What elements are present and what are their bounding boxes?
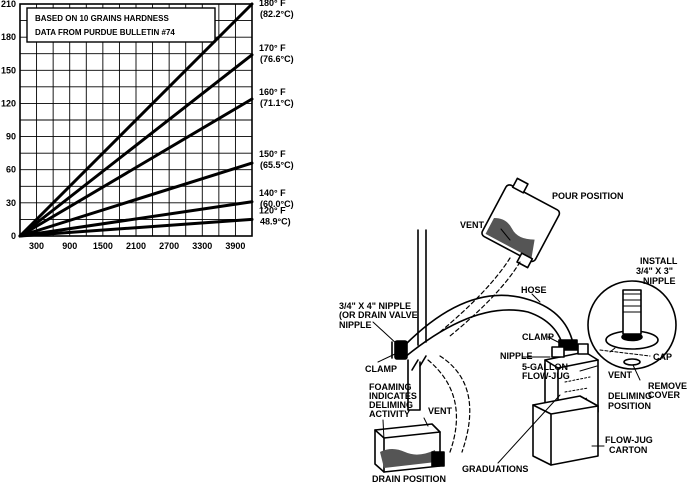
drain-flow-arrows [427,355,471,453]
label-remove-1: REMOVE [648,381,687,391]
series-label: 120° F [259,205,286,215]
note-line-2: DATA FROM PURDUE BULLETIN #74 [35,28,175,37]
note-line-1: BASED ON 10 GRAINS HARDNESS [35,14,169,23]
drain-position-jug [374,423,445,473]
flow-jug-carton [532,395,599,466]
left-nipple-clamp [391,340,408,360]
pour-flow-arrows [439,257,521,337]
leader-lines [372,228,641,464]
series-line [18,161,254,238]
label-remove-2: COVER [648,390,681,400]
label-foaming-3: DELIMING [369,400,413,410]
series-label: 140° F [259,188,286,198]
label-drain-position: DRAIN POSITION [372,474,446,484]
series-label: 170° F [259,43,286,53]
y-tick-labels: 0 30 60 90 120 150 180 210 [1,0,16,241]
x-tick-label: 900 [62,241,77,251]
label-foaming-1: FOAMING [369,382,412,392]
label-carton-2: CARTON [609,445,647,455]
plot-frame [19,3,253,237]
y-tick-label: 180 [1,32,16,42]
label-pour-position: POUR POSITION [552,191,624,201]
label-flowjug-2: FLOW-JUG [522,371,570,381]
pour-position-jug [481,177,561,269]
label-flowjug-1: 5-GALLON [522,362,568,372]
right-clamp [558,339,578,351]
x-tick-label: 2100 [126,241,146,251]
note-box: BASED ON 10 GRAINS HARDNESS DATA FROM PU… [26,7,216,43]
y-tick-label: 60 [6,165,16,175]
series-line [18,97,254,238]
x-tick-label: 3900 [225,241,245,251]
series-label-celsius: 48.9°C) [260,216,291,226]
label-foaming-2: INDICATES [369,391,417,401]
label-vent-bottom: VENT [428,406,453,416]
label-install-3: NIPPLE [643,276,676,286]
series-line [18,2,254,238]
y-tick-label: 0 [11,231,16,241]
x-tick-label: 1500 [93,241,113,251]
label-nipple: NIPPLE [500,351,533,361]
label-graduations: GRADUATIONS [462,464,528,474]
y-tick-label: 30 [6,198,16,208]
series-label-celsius: (60.0°C) [260,199,294,209]
series-line [18,217,254,238]
label-install-1: INSTALL [640,256,678,266]
label-nipple4-3: NIPPLE [339,320,372,330]
hose [404,294,575,358]
series-labels: 180° F(82.2°C) 170° F(76.6°C) 160° F(71.1°… [259,0,294,226]
label-deliming-1: DELIMING [608,391,652,401]
series-label: 150° F [259,149,286,159]
series-label-celsius: (82.2°C) [260,9,294,19]
label-nipple4-1: 3/4" X 4" NIPPLE [339,301,411,311]
cap-detail [587,280,677,370]
series-label-celsius: (65.5°C) [260,160,294,170]
label-vent-top: VENT [460,220,485,230]
deliming-diagram [372,177,677,473]
label-clamp-right: CLAMP [522,332,554,342]
series-label-celsius: (71.1°C) [260,98,294,108]
y-tick-label: 210 [1,0,16,9]
label-install-2: 3/4" X 3" [636,266,673,276]
series-label: 160° F [259,87,286,97]
label-deliming-2: POSITION [608,401,651,411]
x-tick-label: 300 [29,241,44,251]
vertical-pipe [407,229,427,411]
label-vent-right: VENT [608,370,633,380]
label-foaming-4: ACTIVITY [369,409,410,419]
x-tick-label: 3300 [192,241,212,251]
series-label: 180° F [259,0,286,8]
label-hose: HOSE [521,285,547,295]
x-tick-label: 2700 [159,241,179,251]
x-tick-labels: 300 900 1500 2100 2700 3300 3900 [29,241,245,251]
label-clamp-left: CLAMP [365,364,397,374]
series-label-celsius: (76.6°C) [260,54,294,64]
y-tick-label: 120 [1,98,16,108]
series-line [18,53,254,238]
y-tick-label: 90 [6,132,16,142]
series-line [18,200,254,238]
chart: BASED ON 10 GRAINS HARDNESS DATA FROM PU… [1,0,294,251]
series-lines [18,2,254,238]
label-nipple4-2: (OR DRAIN VALVE [339,310,418,320]
y-tick-label: 150 [1,65,16,75]
diagram-labels: POUR POSITION VENT HOSE INSTALL 3/4" X 3… [339,191,687,484]
label-carton-1: FLOW-JUG [605,435,653,445]
label-cap: CAP [653,352,672,362]
